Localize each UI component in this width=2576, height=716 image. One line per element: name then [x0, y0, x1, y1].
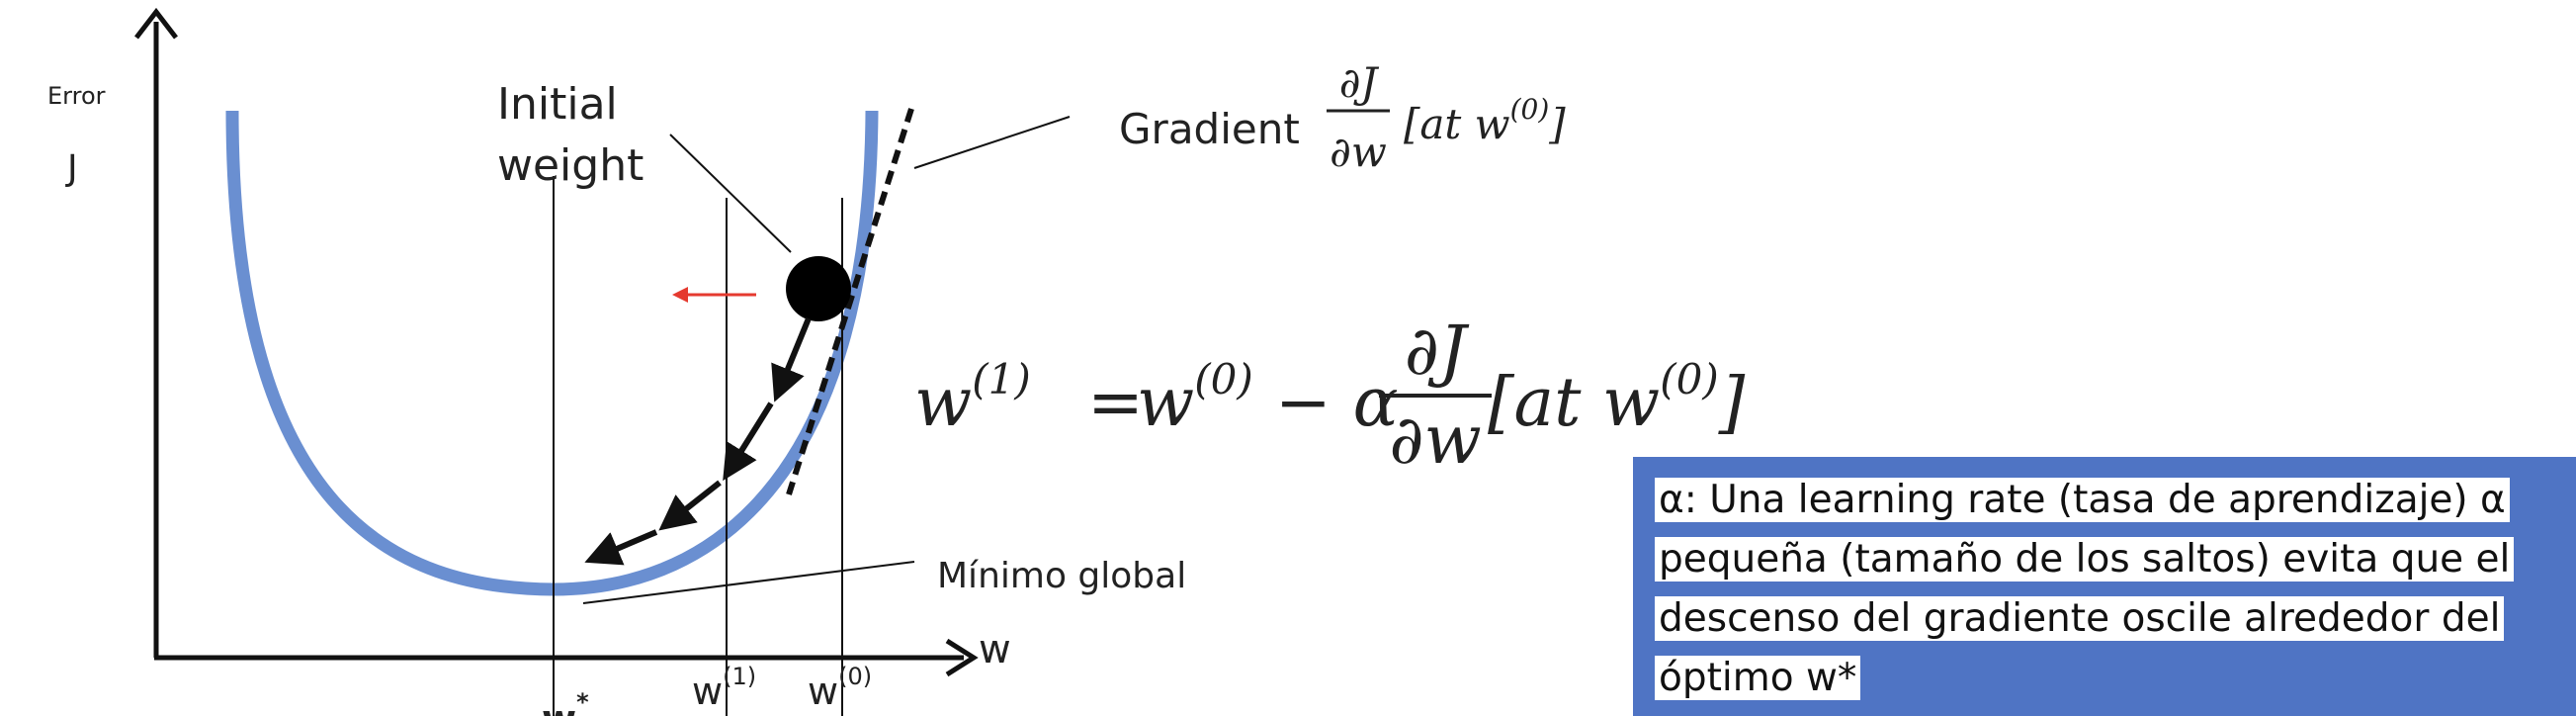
- y-axis-arrowhead: [134, 7, 178, 40]
- step-arrow-2: [723, 402, 774, 482]
- gradient-formula-bracket: [at w(0)]: [1404, 93, 1566, 148]
- update-formula-equals: =: [1087, 364, 1144, 442]
- gradient-leader: [913, 116, 1071, 169]
- note-line: pequeña (tamaño de los saltos) evita que…: [1655, 530, 2554, 589]
- y-axis-label-error: Error: [47, 82, 106, 110]
- update-formula-denominator: ∂w: [1389, 402, 1481, 480]
- step-arrow-3: [658, 480, 722, 531]
- x-axis-arrowhead: [945, 638, 979, 677]
- tick-w0: w(0): [808, 663, 872, 713]
- x-axis-label-w: w: [979, 627, 1011, 672]
- initial-weight-label-line1: Initial: [497, 79, 618, 130]
- tick-w1: w(1): [692, 663, 756, 713]
- update-formula-numerator: ∂J: [1405, 313, 1470, 391]
- minimum-leader: [582, 561, 915, 604]
- y-axis-label-j: J: [65, 148, 78, 189]
- update-formula-bracket: [at w(0)]: [1488, 355, 1746, 442]
- gradient-formula-denominator: ∂w: [1330, 128, 1387, 176]
- gradient-formula: ∂J ∂w [at w(0)]: [1327, 58, 1566, 176]
- direction-arrow-head: [672, 287, 688, 303]
- note-line-text: pequeña (tamaño de los saltos) evita que…: [1655, 537, 2515, 582]
- note-line-text: α: Una learning rate (tasa de aprendizaj…: [1655, 478, 2510, 522]
- learning-rate-note: α: Una learning rate (tasa de aprendizaj…: [1633, 457, 2576, 716]
- note-line: óptimo w*: [1655, 649, 2554, 708]
- initial-weight-leader: [669, 134, 792, 253]
- update-formula-minus-alpha: − α: [1275, 364, 1399, 442]
- initial-weight-ball: [786, 256, 851, 321]
- step-arrow-1: [771, 316, 812, 403]
- minimum-label: Mínimo global: [937, 556, 1186, 596]
- update-formula-w0: w(0): [1137, 355, 1253, 442]
- tangent-line: [786, 108, 914, 495]
- initial-weight-label-line2: weight: [497, 140, 644, 191]
- note-line: descenso del gradiente oscile alrededor …: [1655, 589, 2554, 649]
- note-line: α: Una learning rate (tasa de aprendizaj…: [1655, 471, 2554, 530]
- note-line-text: óptimo w*: [1655, 656, 1861, 700]
- tick-w-star: w*: [542, 688, 589, 716]
- note-line-text: descenso del gradiente oscile alrededor …: [1655, 596, 2505, 641]
- gradient-formula-numerator: ∂J: [1339, 58, 1380, 107]
- step-arrow-4: [584, 529, 658, 566]
- gradient-label: Gradient: [1119, 105, 1300, 153]
- update-formula: w(1) = w(0) − α ∂J ∂w [at w(0)]: [914, 313, 1746, 480]
- update-formula-lhs: w(1): [914, 355, 1031, 442]
